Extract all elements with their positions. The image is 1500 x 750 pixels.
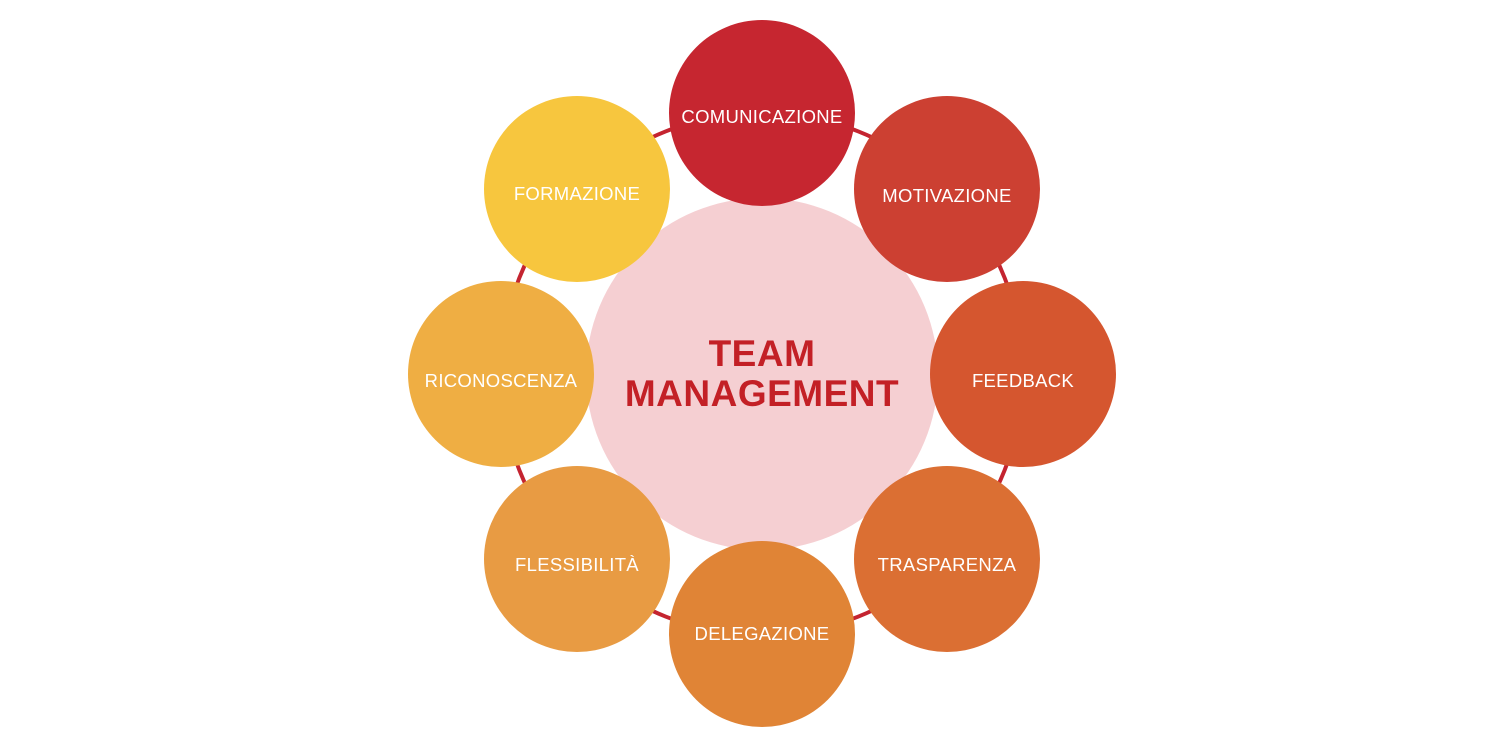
node-circle-riconoscenza[interactable] bbox=[408, 281, 594, 467]
node-label-feedback: FEEDBACK bbox=[972, 370, 1074, 391]
node-circle-trasparenza[interactable] bbox=[854, 466, 1040, 652]
node-label-comunicazione: COMUNICAZIONE bbox=[681, 106, 842, 127]
node-circle-motivazione[interactable] bbox=[854, 96, 1040, 282]
node-circle-delegazione[interactable] bbox=[669, 541, 855, 727]
hub-title-line-1: TEAM bbox=[709, 333, 816, 374]
node-labels-group: COMUNICAZIONE MOTIVAZIONE FEEDBACK TRASPARE… bbox=[425, 106, 1074, 644]
node-circle-formazione[interactable] bbox=[484, 96, 670, 282]
node-circles-group bbox=[408, 20, 1116, 727]
hub-title-line-2: MANAGEMENT bbox=[625, 373, 899, 414]
hub-circle bbox=[586, 198, 938, 550]
node-circle-feedback[interactable] bbox=[930, 281, 1116, 467]
node-label-delegazione: DELEGAZIONE bbox=[695, 623, 830, 644]
node-label-riconoscenza: RICONOSCENZA bbox=[425, 370, 578, 391]
node-label-trasparenza: TRASPARENZA bbox=[878, 554, 1017, 575]
node-label-formazione: FORMAZIONE bbox=[514, 183, 640, 204]
node-label-motivazione: MOTIVAZIONE bbox=[882, 185, 1011, 206]
node-label-flessibilita: FLESSIBILITÀ bbox=[515, 554, 639, 575]
node-circle-comunicazione[interactable] bbox=[669, 20, 855, 206]
node-circle-flessibilita[interactable] bbox=[484, 466, 670, 652]
